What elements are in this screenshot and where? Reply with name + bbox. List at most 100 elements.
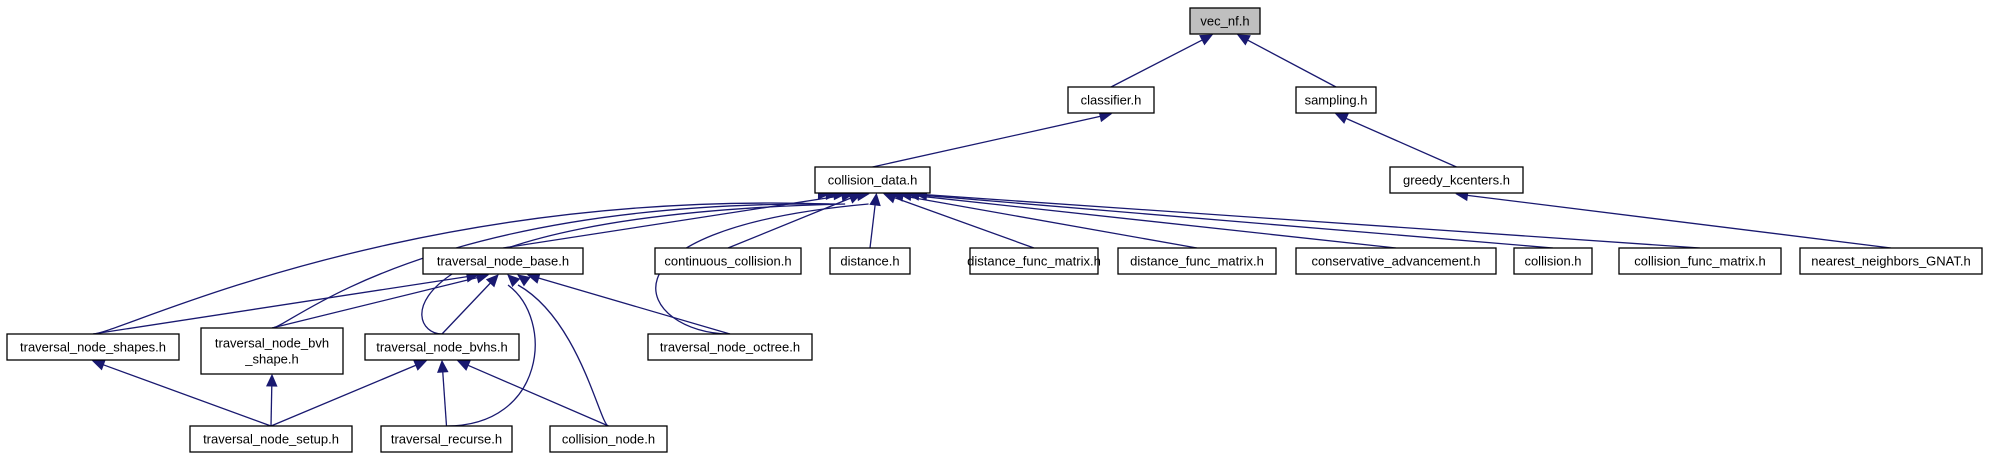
node-label: traversal_node_setup.h (203, 432, 339, 447)
edge-conservative_advancement-to-collision_data (909, 194, 1397, 249)
node-label: traversal_node_octree.h (660, 340, 800, 355)
node-distance[interactable]: distance.h (829, 247, 911, 275)
node-label: collision_node.h (562, 432, 655, 447)
node-collision-node[interactable]: collision_node.h (549, 425, 668, 453)
node-label: vec_nf.h (1200, 14, 1249, 29)
node-conservative-advancement[interactable]: conservative_advancement.h (1295, 247, 1497, 275)
node-nearest-neighbors-GNAT[interactable]: nearest_neighbors_GNAT.h (1799, 247, 1983, 275)
edge-traversal_recurse-to-traversal_node_bvhs (442, 370, 448, 427)
node-box (969, 247, 1099, 275)
node-distance-func-matrix-2[interactable]: distance_func_matrix.h (1117, 247, 1277, 275)
node-label: greedy_kcenters.h (1403, 173, 1510, 188)
edge-collision-to-collision_data (917, 194, 1554, 249)
node-label: traversal_recurse.h (391, 432, 502, 447)
node-label: sampling.h (1305, 93, 1368, 108)
node-box (1513, 247, 1593, 275)
node-box (549, 425, 668, 453)
arrowhead-sampling (1334, 113, 1349, 124)
edge-traversal_node_setup-to-traversal_node_bvh_shape (270, 384, 273, 427)
edge-traversal_recurse-to-traversal_node_base (446, 284, 536, 427)
arrowhead-traversal_node_base (485, 274, 499, 288)
node-label: collision_func_matrix.h (1634, 254, 1766, 269)
edge-traversal_node_shapes-to-collision_data (92, 202, 830, 335)
node-traversal-node-bvhs[interactable]: traversal_node_bvhs.h (364, 333, 520, 361)
node-collision[interactable]: collision.h (1513, 247, 1593, 275)
node-traversal-node-bvh-shape[interactable]: traversal_node_bvh_shape.h (200, 327, 344, 375)
node-box (814, 166, 931, 194)
arrowhead-vec_nf (1236, 34, 1251, 46)
arrowhead-traversal_node_bvh_shape (265, 373, 278, 387)
node-box (1295, 86, 1377, 114)
node-traversal-node-octree[interactable]: traversal_node_octree.h (647, 333, 813, 361)
edge-distance-to-collision_data (869, 203, 876, 249)
arrowhead-traversal_node_base (507, 274, 521, 288)
edge-collision_node-to-traversal_node_base (517, 284, 610, 427)
node-label: traversal_node_bvh (215, 336, 329, 351)
arrowhead-traversal_node_bvhs (456, 360, 471, 371)
node-box (1389, 166, 1524, 194)
node-label: classifier.h (1081, 93, 1142, 108)
node-sampling[interactable]: sampling.h (1295, 86, 1377, 114)
node-box (1189, 7, 1261, 35)
node-traversal-recurse[interactable]: traversal_recurse.h (380, 425, 513, 453)
node-box (380, 425, 513, 453)
node-box (364, 333, 520, 361)
node-box (200, 327, 344, 375)
node-label: distance_func_matrix.h (967, 254, 1101, 269)
edge-traversal_node_bvh_shape-to-collision_data (271, 203, 838, 329)
arrowhead-vec_nf (1199, 34, 1214, 46)
edge-traversal_node_setup-to-traversal_node_shapes (102, 363, 272, 427)
node-label: conservative_advancement.h (1311, 254, 1480, 269)
edge-traversal_node_shapes-to-traversal_node_base (92, 275, 469, 335)
node-label: _shape.h (244, 352, 299, 367)
edge-traversal_node_octree-to-traversal_node_base (537, 277, 731, 335)
node-box (647, 333, 813, 361)
node-continuous-collision[interactable]: continuous_collision.h (654, 247, 802, 275)
node-label: collision.h (1524, 254, 1581, 269)
edge-collision_data-to-classifier (872, 115, 1102, 168)
node-distance-func-matrix-1[interactable]: distance_func_matrix.h (967, 247, 1101, 275)
edge-classifier-to-vec_nf (1110, 38, 1204, 88)
edge-sampling-to-vec_nf (1246, 39, 1337, 88)
edge-distance_func_matrix_1-to-collision_data (893, 196, 1035, 249)
node-greedy-kcenters[interactable]: greedy_kcenters.h (1389, 166, 1524, 194)
edge-traversal_node_setup-to-traversal_node_bvhs (270, 364, 418, 427)
node-traversal-node-base[interactable]: traversal_node_base.h (422, 247, 584, 275)
arrowhead-traversal_node_base (517, 274, 531, 287)
node-box (654, 247, 802, 275)
edge-greedy_kcenters-to-sampling (1344, 117, 1457, 168)
node-box (1117, 247, 1277, 275)
node-box (422, 247, 584, 275)
edge-continuous_collision-to-collision_data (727, 197, 852, 249)
edge-collision_func_matrix-to-collision_data (925, 194, 1701, 249)
node-collision-func-matrix[interactable]: collision_func_matrix.h (1618, 247, 1782, 275)
edge-distance_func_matrix_2-to-collision_data (901, 195, 1198, 249)
arrowhead-traversal_node_bvhs (413, 360, 428, 371)
node-classifier[interactable]: classifier.h (1067, 86, 1155, 114)
node-vec-nf[interactable]: vec_nf.h (1189, 7, 1261, 35)
edge-traversal_node_bvh_shape-to-traversal_node_base (271, 276, 479, 329)
node-label: traversal_node_shapes.h (20, 340, 166, 355)
edge-collision_node-to-traversal_node_bvhs (466, 364, 609, 427)
node-label: distance.h (840, 254, 899, 269)
edges-layer (91, 34, 1892, 427)
node-label: nearest_neighbors_GNAT.h (1811, 254, 1970, 269)
node-box (1295, 247, 1497, 275)
node-label: traversal_node_base.h (437, 254, 569, 269)
node-label: traversal_node_bvhs.h (376, 340, 508, 355)
arrowhead-collision_data (869, 192, 881, 207)
arrowhead-traversal_node_bvhs (437, 359, 449, 373)
node-box (829, 247, 911, 275)
nodes-layer: vec_nf.h classifier.h sampling.h collision_… (6, 7, 1983, 453)
node-traversal-node-shapes[interactable]: traversal_node_shapes.h (6, 333, 180, 361)
node-collision-data[interactable]: collision_data.h (814, 166, 931, 194)
edge-nearest_neighbors_GNAT-to-greedy_kcenters (1466, 194, 1892, 249)
node-label: distance_func_matrix.h (1130, 254, 1264, 269)
node-traversal-node-setup[interactable]: traversal_node_setup.h (189, 425, 353, 453)
node-box (1067, 86, 1155, 114)
edge-traversal_node_octree-to-collision_data (655, 203, 869, 335)
node-box (1618, 247, 1782, 275)
node-box (1799, 247, 1983, 275)
node-box (189, 425, 353, 453)
